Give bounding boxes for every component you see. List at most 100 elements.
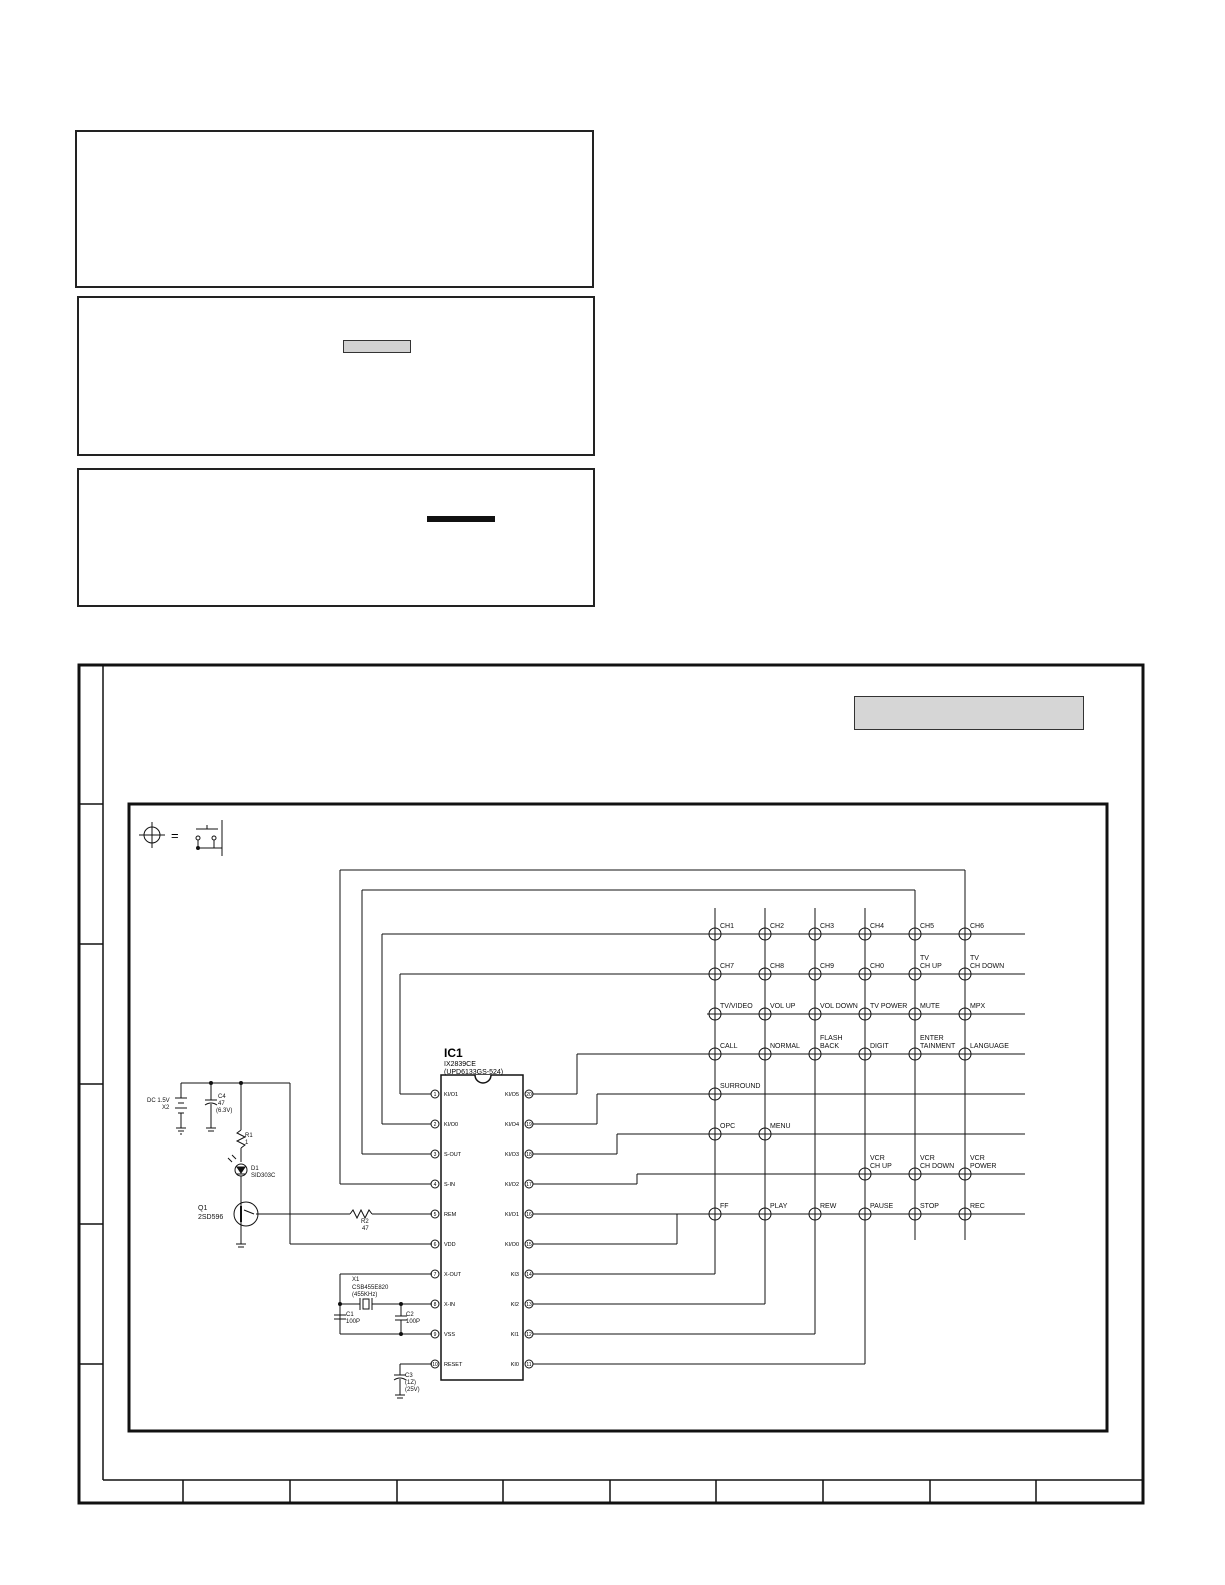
legend-equals: =: [171, 828, 179, 843]
key-switch: CH0: [857, 963, 884, 982]
key-label: MENU: [770, 1123, 791, 1130]
key-switch: VOL DOWN: [807, 1003, 858, 1022]
key-label: FLASH: [820, 1035, 843, 1042]
key-label: CH5: [920, 923, 934, 930]
key-switch: CH6: [957, 923, 984, 942]
key-label: NORMAL: [770, 1043, 800, 1050]
x1-ref: X1: [352, 1277, 360, 1283]
ic-pin-number: 13: [526, 1302, 532, 1308]
key-switch: MUTE: [907, 1003, 940, 1022]
key-label: FF: [720, 1203, 729, 1210]
key-switch: SURROUND: [707, 1083, 760, 1102]
title-box: [854, 696, 1084, 730]
key-switch: LANGUAGE: [957, 1043, 1009, 1062]
sheet-border: [77, 663, 1145, 1505]
ic-pin-name: X-OUT: [444, 1272, 462, 1278]
note-box-2: [77, 296, 595, 456]
c3-rating: (25V): [405, 1387, 420, 1393]
ic-pin-name: VDD: [444, 1242, 456, 1248]
key-label: MPX: [970, 1003, 986, 1010]
key-switch: CH3: [807, 923, 834, 942]
key-label: PAUSE: [870, 1203, 894, 1210]
key-switch: CH1: [707, 923, 734, 942]
ic-pin-number: 7: [434, 1272, 437, 1278]
d1-value: SID303C: [251, 1173, 276, 1179]
ic-pin-name: KI3: [511, 1272, 519, 1278]
key-label: MUTE: [920, 1003, 940, 1010]
ic-pin-number: 12: [526, 1332, 532, 1338]
key-switch: CH8: [757, 963, 784, 982]
key-label: DIGIT: [870, 1043, 889, 1050]
key-label: VCR: [870, 1155, 885, 1162]
key-label: VCR: [920, 1155, 935, 1162]
key-label: TV POWER: [870, 1003, 907, 1010]
key-switch: VOL UP: [757, 1003, 796, 1022]
schematic-border: [127, 802, 1109, 1433]
c1-value: 100P: [346, 1319, 360, 1325]
key-label: OPC: [720, 1123, 735, 1130]
key-label: REC: [970, 1203, 985, 1210]
switch-legend: [139, 820, 223, 856]
note-box-1: [75, 130, 594, 288]
key-switch: CH5: [907, 923, 934, 942]
key-label: CH3: [820, 923, 834, 930]
key-switch: CH4: [857, 923, 884, 942]
ic-pin-name: KI/O1: [505, 1212, 519, 1218]
c3-ref: C3: [405, 1373, 413, 1379]
key-switch: FF: [707, 1203, 729, 1222]
ic-pin-name: KI0: [511, 1362, 519, 1368]
ic-pin-number: 8: [434, 1302, 437, 1308]
ic-pin-name: X-IN: [444, 1302, 455, 1308]
c4-rating: (6.3V): [216, 1108, 232, 1114]
ic-pin-number: 10: [432, 1362, 438, 1368]
key-label: CH DOWN: [920, 1163, 954, 1170]
key-label: TV: [970, 955, 979, 962]
key-switch: CH9: [807, 963, 834, 982]
ic-pin-name: KI/O0: [444, 1122, 458, 1128]
key-label: CH6: [970, 923, 984, 930]
ic-pin-number: 14: [526, 1272, 532, 1278]
r1-value: 1: [245, 1140, 249, 1146]
ic-pin-name: REM: [444, 1212, 457, 1218]
key-label: CH UP: [870, 1163, 892, 1170]
ic-pin-number: 19: [526, 1122, 532, 1128]
key-switch: MENU: [757, 1123, 791, 1142]
ic-pin-number: 9: [434, 1332, 437, 1338]
ic-pin-name: RESET: [444, 1362, 463, 1368]
key-switch: PLAY: [757, 1203, 788, 1222]
c3-value: (1Z): [405, 1380, 416, 1386]
ic-pin-number: 6: [434, 1242, 437, 1248]
key-switch: CH2: [757, 923, 784, 942]
key-label: CH1: [720, 923, 734, 930]
ic1-body: [440, 1074, 524, 1381]
key-label: POWER: [970, 1163, 996, 1170]
key-switch: MPX: [957, 1003, 986, 1022]
ic-pin-name: KI/O2: [505, 1182, 519, 1188]
key-switch: TV/VIDEO: [707, 1003, 753, 1022]
ic-pin-number: 3: [434, 1152, 437, 1158]
ic1-ref: IC1: [444, 1046, 463, 1060]
black-swatch: [427, 516, 495, 522]
ic-pin-number: 16: [526, 1212, 532, 1218]
key-switch: CALL: [707, 1043, 738, 1062]
key-label: SURROUND: [720, 1083, 760, 1090]
r2-value: 47: [362, 1226, 369, 1232]
ic-pin-number: 18: [526, 1152, 532, 1158]
key-switch: STOP: [907, 1203, 939, 1222]
q1-value: 2SD596: [198, 1214, 223, 1221]
ic-pin-name: KI/O4: [505, 1122, 519, 1128]
key-label: VOL DOWN: [820, 1003, 858, 1010]
key-label: BACK: [820, 1043, 839, 1050]
key-label: PLAY: [770, 1203, 788, 1210]
ic-pin-number: 17: [526, 1182, 532, 1188]
battery-sub: X2: [162, 1105, 170, 1111]
x1-freq: (455KHz): [352, 1292, 377, 1298]
ic1-code: (UPD6133GS-524): [444, 1069, 503, 1076]
key-switch: REW: [807, 1203, 837, 1222]
